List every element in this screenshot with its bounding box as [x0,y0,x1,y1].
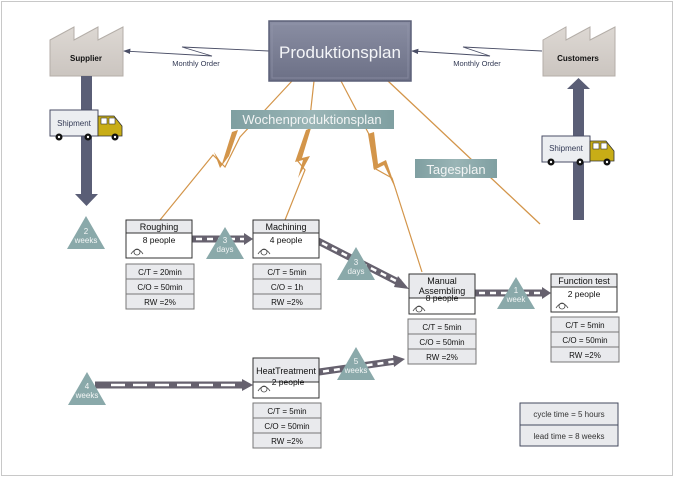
svg-text:3: 3 [354,258,359,267]
changeover-time: C/O = 50min [137,283,182,292]
svg-text:1: 1 [514,286,519,295]
svg-text:5: 5 [354,357,359,366]
customer-order-flow: Monthly Order [411,46,543,68]
inventory-triangle-icon [68,372,106,405]
customer-shipment-label: Shipment [549,144,584,153]
svg-text:weeks: weeks [74,236,98,245]
customer-label: Customers [557,54,599,63]
inventory-raw-heat[interactable]: 4 weeks [68,372,106,405]
cycle-time-total: cycle time = 5 hours [533,410,604,419]
customer-order-label: Monthly Order [453,59,501,68]
rework-rate: RW =2% [569,351,601,360]
cycle-time: C/T = 5min [267,407,306,416]
inventory-triangle-icon [206,227,244,259]
inventory-triangle-icon [497,277,535,309]
supplier-truck-icon: Shipment [49,109,123,141]
svg-text:week: week [506,295,527,304]
rework-rate: RW =2% [271,298,303,307]
inventory-triangle-icon [337,247,375,280]
svg-text:days: days [217,245,234,254]
info-line-function-test [387,80,541,225]
inventory-supplier[interactable]: 2 weeks [67,216,105,249]
data-box-manual-assembling: C/T = 5min C/O = 50min RW =2% [407,318,477,365]
push-arrow-raw-heat [95,379,253,391]
changeover-time: C/O = 50min [264,422,309,431]
process-machining[interactable]: Machining 4 people [252,219,320,259]
process-name-line2: Assembling [419,286,466,296]
supplier-shipment-label: Shipment [57,119,92,128]
supplier-factory[interactable]: Supplier [49,26,124,77]
lead-time-total: lead time = 8 weeks [534,432,605,441]
operator-icon [257,248,271,256]
svg-text:weeks: weeks [344,366,368,375]
svg-text:2: 2 [84,227,89,236]
process-heat-treatment[interactable]: HeatTreatment 2 people [252,357,320,399]
changeover-time: C/O = 1h [271,283,303,292]
process-operators: 8 people [426,293,459,303]
rework-rate: RW =2% [426,353,458,362]
factory-icon [49,26,124,77]
customer-factory[interactable]: Customers [542,26,616,77]
data-box-function-test: C/T = 5min C/O = 50min RW =2% [550,316,620,363]
cycle-time: C/T = 5min [565,321,604,330]
daily-plan-label[interactable]: Tagesplan [415,159,497,178]
supplier-order-label: Monthly Order [172,59,220,68]
changeover-time: C/O = 50min [562,336,607,345]
inventory-triangle-icon [67,216,105,249]
process-function-test[interactable]: Function test 2 people [550,273,618,313]
info-line-assembling [340,80,423,273]
electronic-info-arrow [123,46,270,57]
production-plan-title: Produktionsplan [279,43,401,62]
data-box-heat-treatment: C/T = 5min C/O = 50min RW =2% [252,402,322,449]
changeover-time: C/O = 50min [419,338,464,347]
process-name: Machining [265,222,306,232]
svg-text:days: days [348,267,365,276]
data-box-roughing: C/T = 20min C/O = 50min RW =2% [125,263,195,310]
cycle-time: C/T = 5min [267,268,306,277]
process-roughing[interactable]: Roughing 8 people [125,219,193,259]
process-name: Roughing [140,222,179,232]
rework-rate: RW =2% [144,298,176,307]
weekly-plan-label[interactable]: Wochenproduktionsplan [231,110,394,129]
svg-text:Wochenproduktionsplan: Wochenproduktionsplan [242,112,381,127]
supplier-label: Supplier [70,54,102,63]
svg-text:weeks: weeks [75,391,99,400]
process-name: HeatTreatment [256,366,316,376]
svg-text:3: 3 [223,236,228,245]
inventory-triangle-icon [337,347,375,380]
factory-icon [542,26,616,77]
process-operators: 2 people [568,289,601,299]
summary-box: cycle time = 5 hours lead time = 8 weeks [519,402,619,447]
inventory-heat-assembling[interactable]: 5 weeks [337,347,375,380]
process-operators: 8 people [143,235,176,245]
supplier-order-flow: Monthly Order [123,46,270,68]
inventory-machining-assembling[interactable]: 3 days [337,247,375,280]
data-box-machining: C/T = 5min C/O = 1h RW =2% [252,263,322,310]
customer-truck-icon: Shipment [541,135,615,166]
process-manual-assembling[interactable]: Manual Assembling 8 people [408,273,476,315]
operator-icon [130,248,144,256]
inventory-roughing-machining[interactable]: 3 days [206,227,244,259]
cycle-time: C/T = 20min [138,268,182,277]
electronic-info-arrow [411,46,543,57]
operator-icon [412,305,426,313]
operator-icon [257,385,271,393]
process-operators: 4 people [270,235,303,245]
inventory-assembling-test[interactable]: 1 week [497,277,535,309]
process-name-line1: Manual [427,276,457,286]
cycle-time: C/T = 5min [422,323,461,332]
svg-text:4: 4 [85,382,90,391]
process-operators: 2 people [272,377,305,387]
svg-text:Tagesplan: Tagesplan [426,162,485,177]
production-control-box[interactable]: Produktionsplan [268,20,412,82]
operator-icon [555,302,569,310]
supplier-shipment-arrow [75,76,98,206]
process-name: Function test [558,276,610,286]
rework-rate: RW =2% [271,437,303,446]
